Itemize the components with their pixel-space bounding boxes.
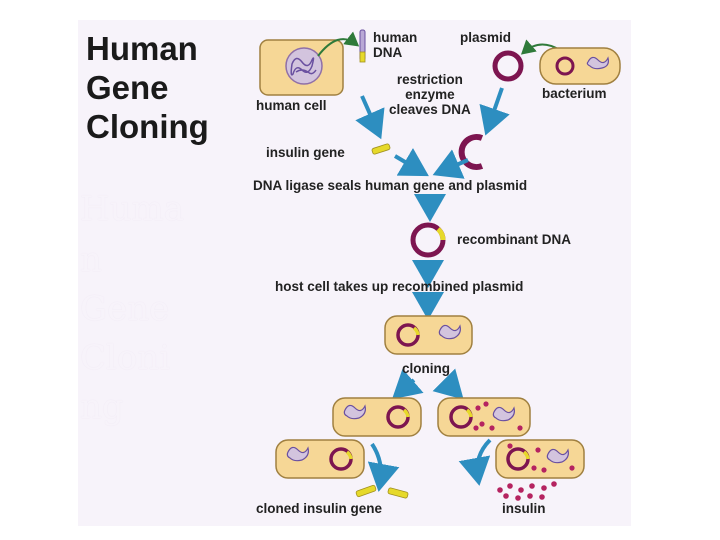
label-bacterium: bacterium <box>542 86 607 101</box>
clone-cell-left-top <box>332 397 422 437</box>
bacterium-cell <box>539 47 621 85</box>
label-cloned-insulin-gene: cloned insulin gene <box>256 501 383 516</box>
arrow-icon <box>479 87 510 136</box>
ghost-title-line-5: ng <box>80 387 124 427</box>
label-human-cell: human cell <box>256 98 327 113</box>
arrow-icon <box>391 368 424 400</box>
label-insulin: insulin <box>502 501 546 516</box>
ghost-title-line-3: Gene <box>80 289 170 329</box>
label-insulin-gene: insulin gene <box>266 145 345 160</box>
arrow-icon <box>367 442 400 492</box>
arrow-icon <box>432 149 469 179</box>
label-human-dna: human DNA <box>373 30 418 60</box>
insulin-gene-icon <box>371 143 391 155</box>
ghost-title-line-4: Cloni <box>80 338 171 378</box>
arrow-icon <box>355 95 385 140</box>
label-dna-ligase: DNA ligase seals human gene and plasmid <box>253 178 528 193</box>
arrow-icon <box>432 368 464 400</box>
ghost-title-line-1: Huma <box>80 189 185 229</box>
clone-cell-right-bottom <box>495 439 585 479</box>
cloned-gene-icon <box>355 484 377 498</box>
insulin-dots-icon <box>497 481 557 501</box>
plasmid-ring-icon <box>492 50 524 82</box>
title-line-2: Gene <box>86 69 169 106</box>
arrow-icon <box>393 148 429 177</box>
label-cloning: cloning <box>402 361 450 376</box>
clone-cell-left-bottom <box>275 439 365 479</box>
arrow-icon <box>458 438 492 486</box>
label-plasmid: plasmid <box>460 30 512 45</box>
green-arrow-icon <box>317 31 360 57</box>
cloned-gene-icon <box>387 487 409 499</box>
human-dna-icon <box>359 29 366 63</box>
label-host-cell: host cell takes up recombined plasmid <box>275 279 524 294</box>
human-cell <box>259 39 344 96</box>
ghost-title-line-2: n <box>80 240 102 280</box>
recombinant-dna-icon <box>410 222 446 258</box>
title-line-1: Human <box>86 30 198 67</box>
title-line-3: Cloning <box>86 108 209 145</box>
host-cell <box>384 315 473 355</box>
label-restriction-enzyme: restriction enzyme cleaves DNA <box>389 72 471 117</box>
label-recombinant-dna: recombinant DNA <box>457 232 572 247</box>
clone-cell-right-top <box>437 397 531 437</box>
